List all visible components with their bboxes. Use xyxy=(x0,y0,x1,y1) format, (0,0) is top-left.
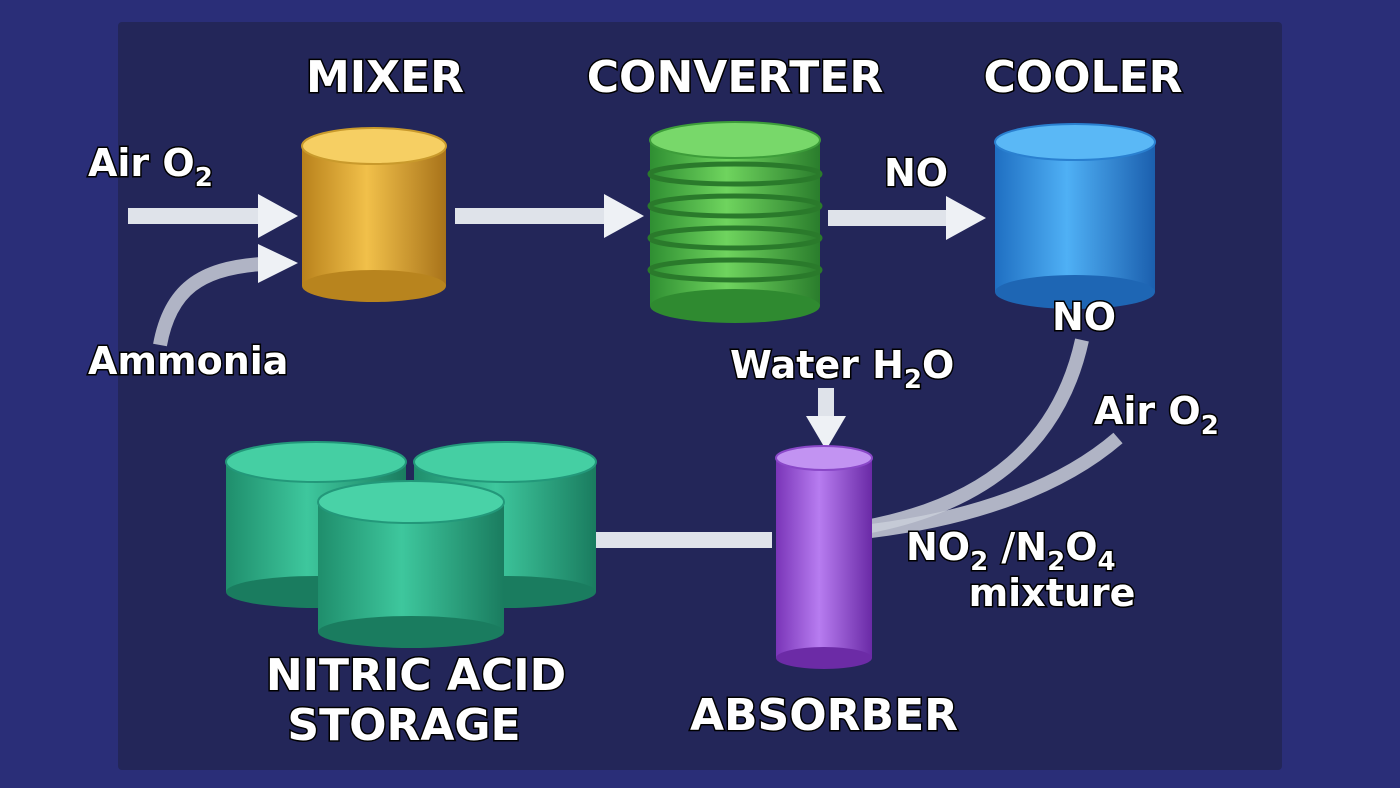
mixture-formula-label: NO2 /N2O4 xyxy=(906,525,1116,577)
mixture-word-label: mixture xyxy=(969,571,1136,615)
storage-label-line1: NITRIC ACID xyxy=(266,650,566,701)
converter-label: CONVERTER xyxy=(587,52,883,103)
arrow-air-to-mixer xyxy=(128,194,298,238)
absorber-vessel xyxy=(775,445,873,669)
absorber-label: ABSORBER xyxy=(690,690,958,741)
arrow-converter-to-cooler xyxy=(828,196,986,240)
arrow-ammonia-to-mixer xyxy=(153,244,298,347)
arrow-cooler-to-absorber xyxy=(858,338,1089,535)
converter-vessel xyxy=(647,121,823,323)
water-label: Water H2O xyxy=(730,343,954,395)
no-from-cooler-label: NO xyxy=(1052,295,1116,339)
no-to-cooler-label: NO xyxy=(884,151,948,195)
storage-tanks xyxy=(225,441,597,648)
storage-label-line2: STORAGE xyxy=(287,700,520,751)
storage-tank-front xyxy=(317,480,505,648)
cooler-vessel xyxy=(994,123,1156,309)
ammonia-label: Ammonia xyxy=(88,339,288,383)
arrow-mixer-to-converter xyxy=(455,194,644,238)
mixer-vessel xyxy=(301,127,447,302)
arrow-water-to-absorber xyxy=(806,388,846,450)
cooler-label: COOLER xyxy=(983,52,1182,103)
mixer-label: MIXER xyxy=(306,52,464,103)
air-absorber-label: Air O2 xyxy=(1094,389,1219,441)
air-in-label: Air O2 xyxy=(88,141,213,193)
